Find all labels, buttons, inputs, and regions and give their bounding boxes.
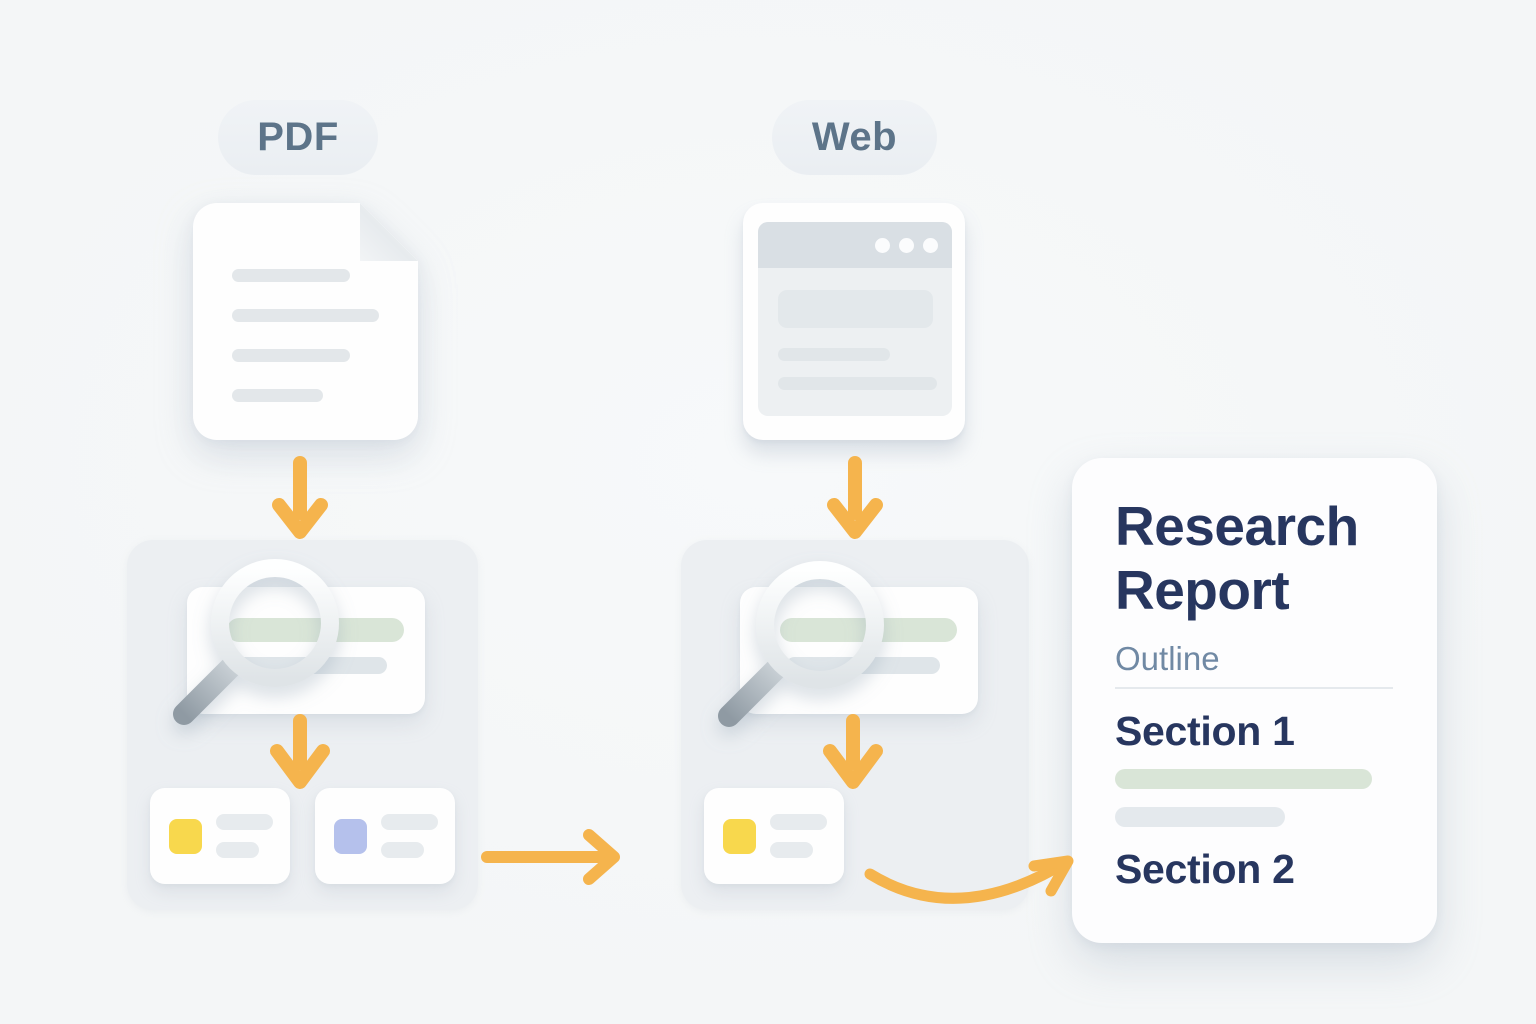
browser-text-line	[778, 348, 890, 361]
snippet-text-line	[216, 814, 273, 830]
report-title: Research Report	[1115, 495, 1359, 622]
extracted-snippet-card	[150, 788, 290, 884]
section-content-bar-green	[1115, 769, 1372, 789]
snippet-text-line	[216, 842, 259, 858]
web-source-badge: Web	[772, 100, 937, 175]
scanned-text-card	[740, 587, 978, 714]
snippet-text-line	[770, 842, 813, 858]
snippet-text-lines	[770, 814, 827, 858]
report-section-2: Section 2	[1115, 846, 1295, 892]
yellow-tag-chip	[169, 818, 202, 854]
pdf-source-badge: PDF	[218, 100, 378, 175]
report-section-1: Section 1	[1115, 708, 1295, 754]
arrow-merge-right-icon	[481, 829, 620, 885]
document-text-line	[232, 349, 350, 362]
divider	[1115, 687, 1393, 689]
web-extraction-panel	[681, 540, 1029, 910]
document-text-line	[232, 269, 350, 282]
pdf-document-icon	[193, 203, 418, 440]
section-content-bar-gray	[1115, 807, 1285, 827]
browser-toolbar	[758, 222, 952, 268]
text-line	[233, 657, 387, 674]
extracted-snippet-card	[704, 788, 844, 884]
highlighted-text-line	[780, 618, 957, 642]
snippet-text-line	[381, 842, 424, 858]
document-text-lines	[232, 269, 379, 429]
scanned-text-card	[187, 587, 425, 714]
snippet-text-lines	[216, 814, 273, 858]
snippet-text-line	[770, 814, 827, 830]
report-subtitle: Outline	[1115, 640, 1220, 677]
arrow-web-down-icon	[827, 456, 883, 539]
pdf-document-page	[193, 203, 418, 440]
research-report-card: Research Report Outline Section 1 Sectio…	[1072, 458, 1437, 943]
browser-hero-block	[778, 290, 933, 328]
extracted-snippet-card	[315, 788, 455, 884]
highlighted-text-line	[227, 618, 404, 642]
browser-window-icon	[743, 203, 965, 440]
window-dot-icon	[899, 237, 914, 253]
web-source-label: Web	[811, 115, 898, 159]
snippet-text-lines	[381, 814, 438, 858]
document-text-line	[232, 309, 379, 322]
arrow-pdf-down-icon	[272, 456, 328, 539]
document-text-line	[232, 389, 323, 402]
text-line	[786, 657, 940, 674]
snippet-text-line	[381, 814, 438, 830]
pdf-extraction-panel	[127, 540, 478, 910]
browser-viewport	[758, 222, 952, 416]
purple-tag-chip	[334, 818, 367, 854]
yellow-tag-chip	[723, 818, 756, 854]
folded-corner-icon	[360, 203, 418, 261]
window-dot-icon	[875, 237, 890, 253]
pdf-source-label: PDF	[257, 115, 339, 159]
browser-text-line	[778, 377, 937, 390]
window-dot-icon	[923, 237, 938, 253]
